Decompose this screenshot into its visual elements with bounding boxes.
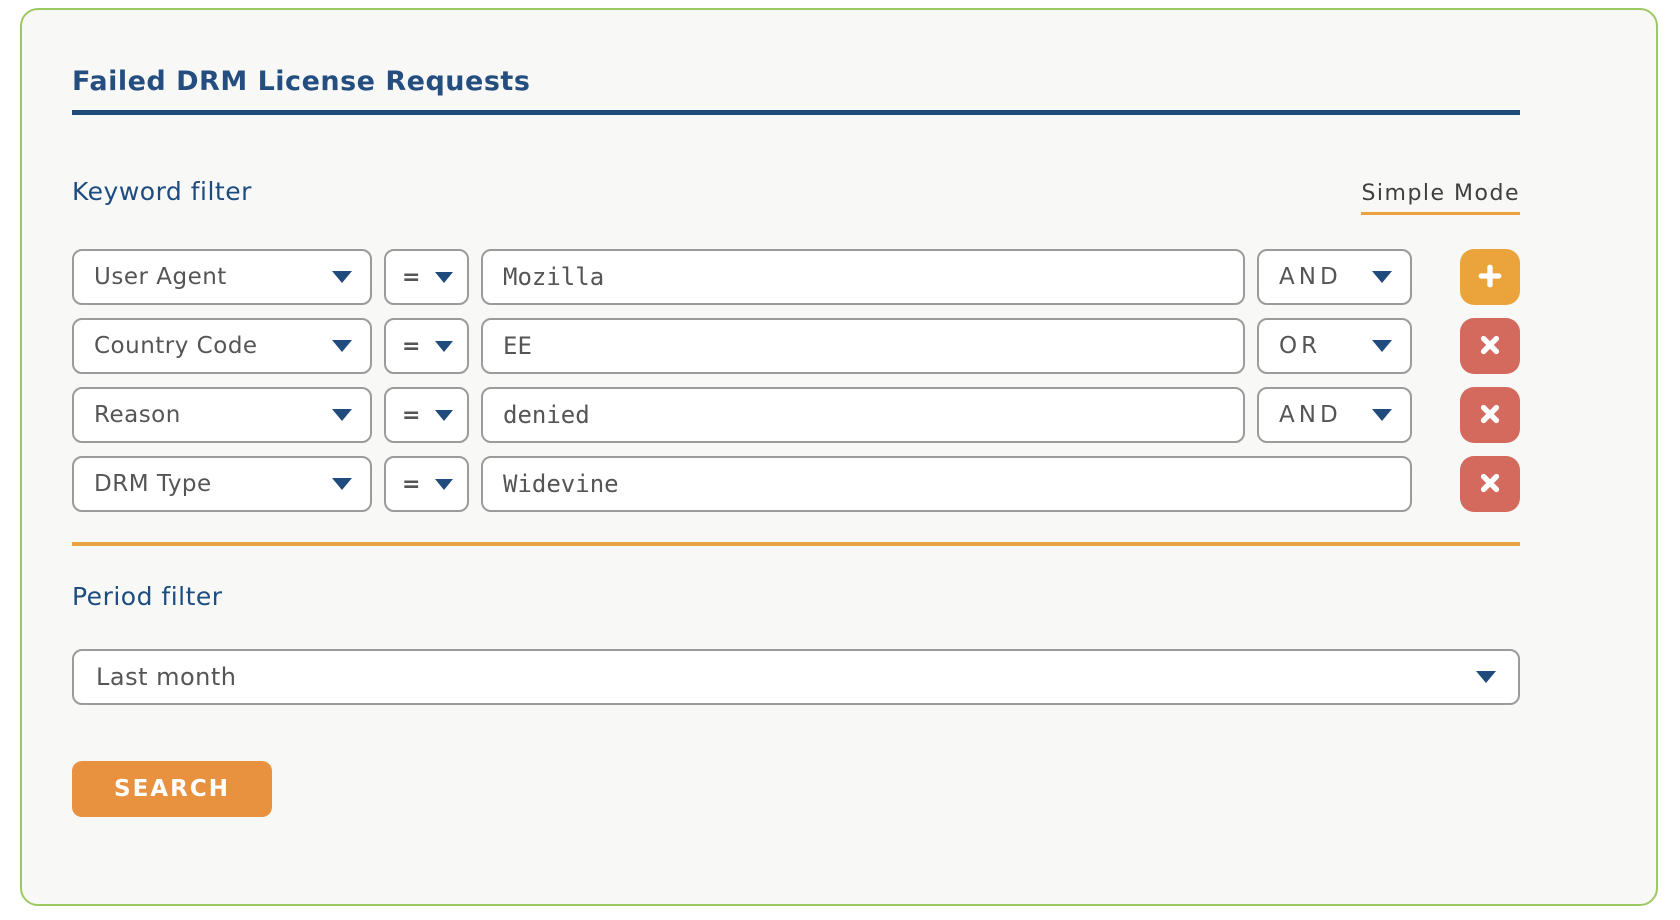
chevron-down-icon [1372,271,1392,283]
plus-icon [1476,262,1504,293]
chevron-down-icon [435,409,453,421]
boolean-select-row-2[interactable]: OR [1257,318,1412,374]
field-select-row-3[interactable]: Reason [72,387,372,443]
keyword-filter-header: Keyword filter Simple Mode [72,177,1520,215]
value-input-row-3[interactable] [481,387,1245,443]
x-icon [1476,400,1504,431]
value-input-row-1[interactable] [481,249,1245,305]
remove-filter-row-button[interactable] [1460,318,1520,374]
chevron-down-icon [332,409,352,421]
chevron-down-icon [1476,671,1496,683]
period-select[interactable]: Last month [72,649,1520,705]
boolean-select-row-3[interactable]: AND [1257,387,1412,443]
remove-filter-row-button[interactable] [1460,387,1520,443]
boolean-select-label: AND [1279,264,1342,290]
page-title: Failed DRM License Requests [72,66,1520,115]
field-select-label: Reason [94,402,181,428]
operator-select-row-1[interactable]: = [384,249,469,305]
simple-mode-link[interactable]: Simple Mode [1361,181,1520,215]
x-icon [1476,469,1504,500]
operator-select-row-3[interactable]: = [384,387,469,443]
boolean-select-row-1[interactable]: AND [1257,249,1412,305]
field-select-row-1[interactable]: User Agent [72,249,372,305]
field-select-label: Country Code [94,333,258,359]
field-select-row-4[interactable]: DRM Type [72,456,372,512]
field-select-label: User Agent [94,264,227,290]
period-filter-heading: Period filter [72,582,223,611]
x-icon [1476,331,1504,362]
field-select-label: DRM Type [94,471,212,497]
action-cell-row-1 [1424,249,1520,305]
action-cell-row-3 [1424,387,1520,443]
action-cell-row-4 [1424,456,1520,512]
chevron-down-icon [332,478,352,490]
boolean-select-label: OR [1279,333,1322,359]
chevron-down-icon [435,271,453,283]
field-select-row-2[interactable]: Country Code [72,318,372,374]
action-cell-row-2 [1424,318,1520,374]
operator-select-label: = [402,402,421,428]
chevron-down-icon [435,340,453,352]
chevron-down-icon [332,271,352,283]
chevron-down-icon [1372,340,1392,352]
chevron-down-icon [1372,409,1392,421]
boolean-select-label: AND [1279,402,1342,428]
search-button[interactable]: SEARCH [72,761,272,817]
chevron-down-icon [332,340,352,352]
operator-select-row-4[interactable]: = [384,456,469,512]
keyword-filter-heading: Keyword filter [72,177,252,206]
keyword-filter-grid: User Agent = AND Country Code [72,249,1520,512]
chevron-down-icon [435,478,453,490]
value-input-row-4[interactable] [481,456,1412,512]
operator-select-label: = [402,471,421,497]
operator-select-label: = [402,333,421,359]
operator-select-row-2[interactable]: = [384,318,469,374]
add-filter-row-button[interactable] [1460,249,1520,305]
value-input-row-2[interactable] [481,318,1245,374]
period-select-value: Last month [96,663,237,691]
operator-select-label: = [402,264,421,290]
orange-section-divider [72,542,1520,546]
remove-filter-row-button[interactable] [1460,456,1520,512]
failed-drm-panel: Failed DRM License Requests Keyword filt… [20,8,1658,906]
